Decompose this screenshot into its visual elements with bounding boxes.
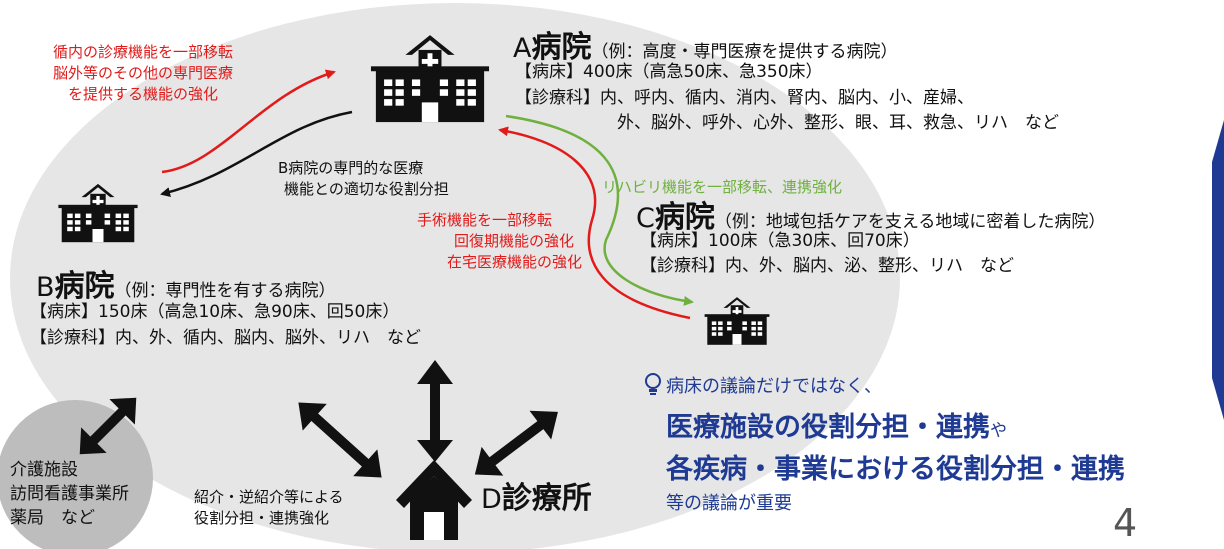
note-a-to-b: 循内の診療機能を一部移転 脳外等のその他の専門医療 を提供する機能の強化 xyxy=(52,43,233,103)
message-line1: 医療施設の役割分担・連携や xyxy=(666,412,1007,443)
message-line3: 等の議論が重要 xyxy=(666,493,792,514)
hospital-a-example: （例：高度・専門医療を提供する病院） xyxy=(591,42,898,62)
hospital-c-beds: 【病床】100床（急30床、回70床） xyxy=(640,231,920,251)
lightbulb-icon xyxy=(645,373,661,395)
region-ellipse xyxy=(10,3,900,549)
clinic-d-title: D診療所 xyxy=(481,481,592,516)
arrow-clinic-up xyxy=(417,360,453,462)
message-intro: 病床の議論だけではなく、 xyxy=(666,376,882,397)
arrow-care xyxy=(79,397,137,455)
message-line2: 各疾病・事業における役割分担・連携 xyxy=(666,454,1125,485)
note-b-role: B病院の専門的な医療 機能との適切な役割分担 xyxy=(278,159,449,198)
hospital-a-departments-cont: 外、脳外、呼外、心外、整形、眼、耳、救急、リハ など xyxy=(617,113,1059,133)
hospital-a-title: A病院（例：高度・専門医療を提供する病院） xyxy=(513,30,898,65)
hospital-a-beds: 【病床】400床（高急50床、急350床） xyxy=(515,62,823,82)
arrow-a-to-b-black xyxy=(160,110,353,197)
arrow-clinic-left xyxy=(298,402,382,478)
hospital-b-example: （例：専門性を有する病院） xyxy=(114,281,336,301)
hospital-b-beds: 【病床】150床（高急10床、急90床、回50床） xyxy=(30,302,400,322)
arrow-b-to-a-red xyxy=(161,69,336,174)
hospital-c-departments: 【診療科】内、外、脳内、泌、整形、リハ など xyxy=(640,256,1014,276)
hospital-a-departments: 【診療科】内、呼内、循内、消内、腎内、脳内、小、産婦、 xyxy=(515,88,974,108)
hospital-c-title: C病院（例：地域包括ケアを支える地域に密着した病院） xyxy=(636,200,1106,235)
side-tab xyxy=(1212,120,1224,420)
care-facility-list: 介護施設 訪問看護事業所 薬局 など xyxy=(10,460,129,528)
arrow-c-to-a-red xyxy=(498,126,691,320)
note-c-to-a: 手術機能を一部移転 回復期機能の強化 在宅医療機能の強化 xyxy=(416,211,582,271)
note-c-green: リハビリ機能を一部移転、連携強化 xyxy=(602,178,843,196)
hospital-b-title: B病院（例：専門性を有する病院） xyxy=(36,269,336,304)
care-facility-circle xyxy=(0,400,153,549)
hospital-b-departments: 【診療科】内、外、循内、脳内、脳外、リハ など xyxy=(30,328,421,348)
page-number: 4 xyxy=(1113,501,1138,545)
note-clinic: 紹介・逆紹介等による 役割分担・連携強化 xyxy=(194,488,344,527)
arrow-a-to-c-green xyxy=(505,114,694,306)
hospital-c-example: （例：地域包括ケアを支える地域に密着した病院） xyxy=(714,212,1106,232)
arrow-clinic-right xyxy=(474,410,558,476)
clinic-house-icon xyxy=(396,460,472,540)
